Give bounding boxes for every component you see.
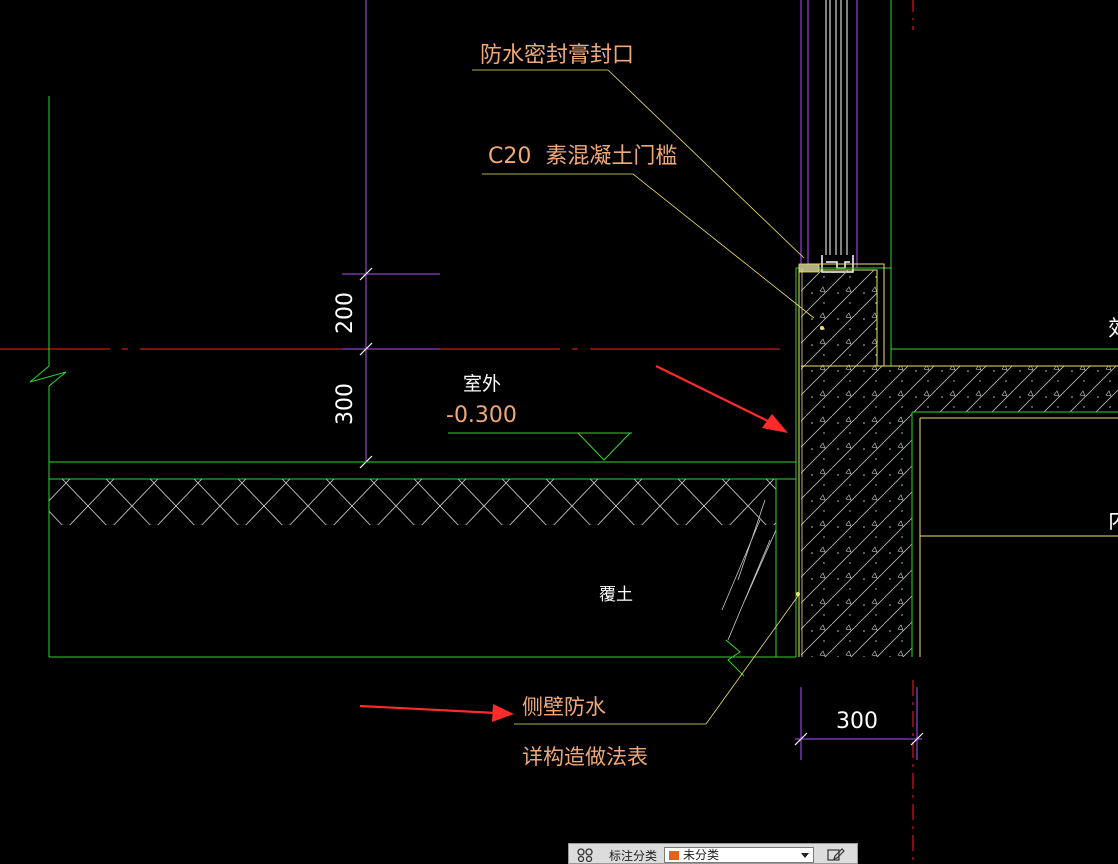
backfill-label: 覆土 [599,585,633,605]
chevron-down-icon[interactable] [801,853,809,858]
category-dropdown[interactable]: 未分类 [664,847,814,863]
dim-300-vertical-text: 300 [333,383,358,425]
concrete-threshold [796,263,892,366]
annotation-toolbar: 标注分类 未分类 [568,843,858,864]
dim-300-horizontal-text: 300 [836,709,878,734]
category-selected-value: 未分类 [683,848,720,862]
dim-200-text: 200 [333,292,358,334]
leader-lines [472,69,815,725]
outdoor-level-label: -0.300 [446,403,517,428]
red-arrows [359,365,788,722]
edit-icon[interactable] [827,847,845,861]
group-icon[interactable] [577,848,593,862]
dimension-labels: 200 300 300 [333,292,878,734]
outdoor-label: 室外 [463,373,501,395]
right-cut-label-mid: 内 [1108,509,1118,534]
side-wall-waterproof-label: 侧壁防水 [522,695,606,719]
guide-lines [342,0,922,760]
category-color-swatch [669,851,679,860]
detail-reference-label: 详构造做法表 [522,745,648,769]
backfill-soil [29,96,796,677]
drawing-labels: 防水密封膏封口 C20 素混凝土门槛 室外 -0.300 覆土 侧壁防水 详构造… [446,43,1118,769]
waterproof-seal-label: 防水密封膏封口 [480,43,634,68]
right-cut-label-top: 効 [1108,317,1118,342]
c20-threshold-label: C20 素混凝土门槛 [488,144,677,169]
level-marker [448,432,632,461]
concrete-wall [801,348,1118,657]
annotation-category-label: 标注分类 [609,849,658,863]
